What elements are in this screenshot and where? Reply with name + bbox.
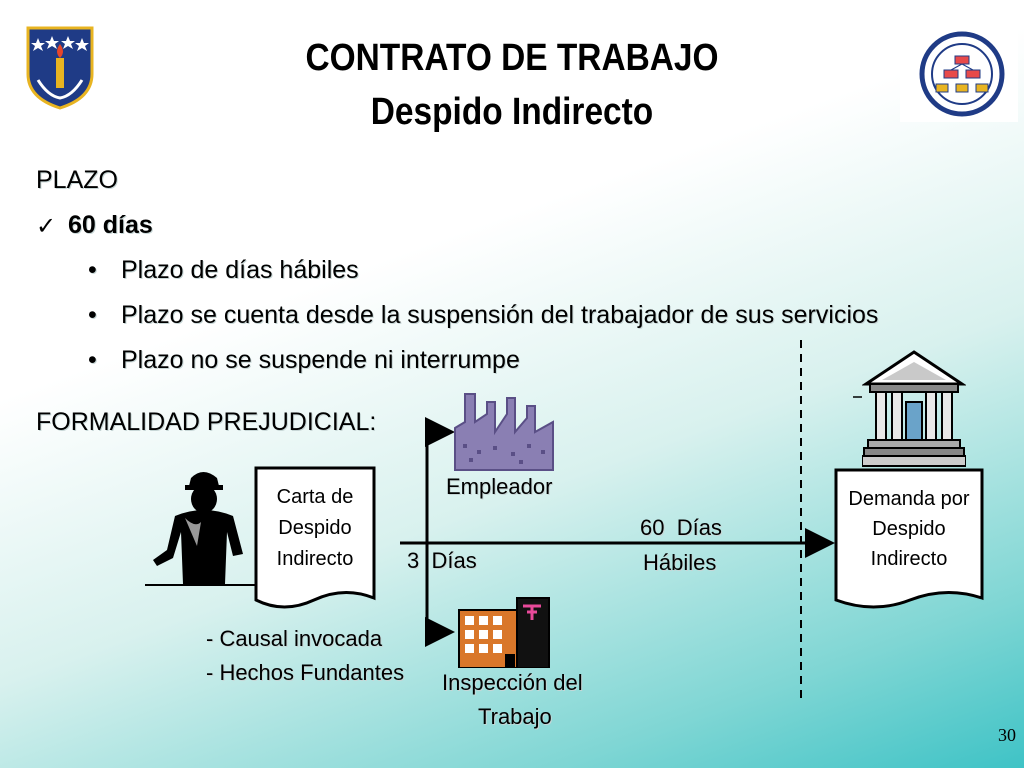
- demanda-line: Demanda por: [848, 488, 970, 510]
- university-crest-icon: [24, 24, 96, 110]
- tres-dias-label: 3 Días: [407, 548, 477, 573]
- habiles-label: Hábiles: [643, 550, 717, 575]
- checkmark-icon: ✓: [36, 213, 57, 240]
- factory-icon: [453, 392, 555, 472]
- bullet-marker: •: [88, 301, 97, 329]
- carta-line: Despido: [278, 517, 352, 539]
- bullet-item: Plazo de días hábiles: [121, 256, 359, 284]
- carta-line: Carta de: [276, 486, 354, 508]
- courthouse-icon: [861, 350, 967, 468]
- slide-title: CONTRATO DE TRABAJO: [305, 37, 719, 79]
- plazo-heading: PLAZO: [36, 166, 118, 194]
- office-building-icon: [457, 596, 553, 669]
- causal-invocada: - Causal invocada: [206, 626, 383, 651]
- page-number: 30: [998, 725, 1016, 745]
- carta-line: Indirecto: [276, 548, 354, 570]
- worker-icon: [145, 466, 260, 588]
- sesenta-dias-label: 60 Días: [640, 515, 722, 540]
- check-item: 60 días: [68, 211, 153, 239]
- formalidad-heading: FORMALIDAD PREJUDICIAL:: [36, 408, 377, 436]
- demanda-line: Despido: [872, 518, 946, 540]
- bullet-item: Plazo se cuenta desde la suspensión del …: [121, 301, 879, 329]
- carta-document: Carta de Despido Indirecto: [254, 466, 376, 616]
- empleador-label: Empleador: [446, 474, 553, 499]
- bullet-item: Plazo no se suspende ni interrumpe: [121, 346, 520, 374]
- inspeccion-label-2: Trabajo: [478, 704, 552, 729]
- slide-subtitle: Despido Indirecto: [370, 91, 654, 133]
- inspeccion-label-1: Inspección del: [442, 670, 583, 695]
- demanda-document: Demanda por Despido Indirecto: [834, 468, 984, 618]
- demanda-line: Indirecto: [870, 548, 948, 570]
- bullet-marker: •: [88, 256, 97, 284]
- bullet-marker: •: [88, 346, 97, 374]
- faculty-seal-icon: [900, 26, 1018, 122]
- hechos-fundantes: - Hechos Fundantes: [206, 660, 405, 685]
